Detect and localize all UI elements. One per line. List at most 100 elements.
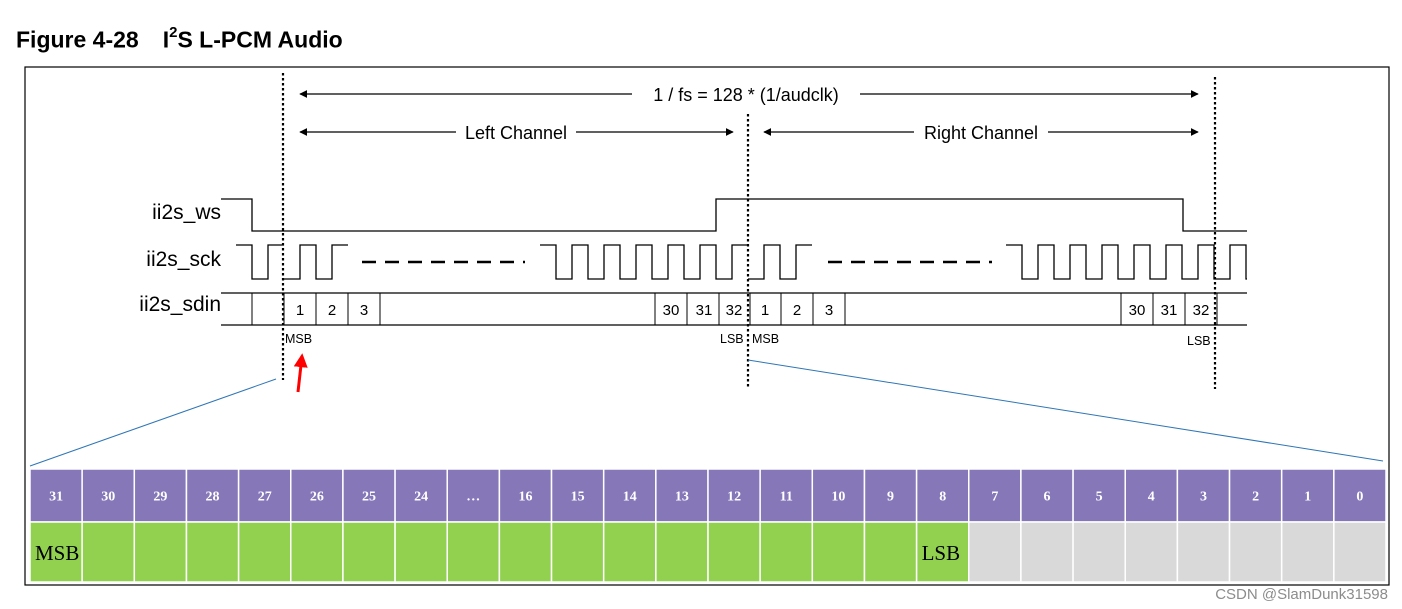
- bit-number: 14: [623, 490, 637, 505]
- bit-data-cell-valid: [81, 521, 136, 583]
- bit-data-cell-valid: [498, 521, 553, 583]
- sdin-left-slot: 31: [696, 302, 713, 319]
- bit-header-cell: [550, 468, 605, 523]
- sdin-left-slot: 2: [328, 302, 336, 319]
- sdin-signal-label: ii2s_sdin: [139, 293, 221, 316]
- sdin-right-slot: 1: [761, 302, 769, 319]
- bit-number: 31: [49, 490, 63, 505]
- bit-data-cell-unused: [1124, 521, 1179, 583]
- bit-number: 11: [780, 490, 793, 505]
- sck-pulse-train: [284, 244, 348, 280]
- msb-pointer-arrow: [293, 353, 308, 393]
- bit-data-cell-valid: [915, 521, 970, 583]
- bit-header-cell: [968, 468, 1022, 523]
- bit-number: 2: [1252, 490, 1259, 505]
- bit-number: 30: [101, 490, 115, 505]
- bit-data-cell-unused: [1280, 521, 1335, 583]
- bit-data-cell-valid: [133, 521, 188, 583]
- bit-data-cell-valid: [602, 521, 657, 583]
- frame-label: 1 / fs = 128 * (1/audclk): [653, 85, 839, 105]
- bit-number: 3: [1200, 490, 1207, 505]
- figure-title-post: S L-PCM Audio: [177, 26, 343, 53]
- zoom-line-left: [29, 378, 277, 467]
- bit-data-cell-valid: [446, 521, 501, 583]
- bit-number: 10: [831, 490, 845, 505]
- bit-data-cell-valid: [185, 521, 240, 583]
- bit-data-cell-unused: [1176, 521, 1231, 583]
- sdin-right-slot: 3: [825, 302, 833, 319]
- bit-number: 7: [991, 490, 998, 505]
- msb-marker-right: MSB: [752, 332, 779, 346]
- bit-header-cell: [1280, 468, 1335, 523]
- bit-header-cell: [707, 468, 761, 523]
- lsb-marker-left: LSB: [720, 332, 744, 346]
- bit-header-cell: [915, 468, 970, 523]
- bit-number: 27: [258, 490, 272, 505]
- bit-data-cell-valid: [237, 521, 292, 583]
- bit-data-cell-valid: [655, 521, 709, 583]
- bit-number: 0: [1356, 490, 1363, 505]
- diagram-frame: [24, 66, 1390, 586]
- sdin-right-slot: 31: [1161, 302, 1178, 319]
- sdin-left-slot: 1: [296, 302, 304, 319]
- ws-signal-label: ii2s_ws: [152, 201, 221, 224]
- right-channel-label: Right Channel: [924, 123, 1038, 143]
- bit-number: 13: [675, 490, 689, 505]
- sck-pulse-train: [748, 244, 812, 280]
- bit-data-cell-unused: [1333, 521, 1387, 583]
- bit-number: 12: [727, 490, 741, 505]
- bit-header-cell: [81, 468, 136, 523]
- bit-header-cell: [498, 468, 553, 523]
- bit-header-cell: [342, 468, 396, 523]
- sdin-left-slot: 3: [360, 302, 368, 319]
- bit-data-cell-unused: [968, 521, 1022, 583]
- bit-header-cell: [1176, 468, 1231, 523]
- lsb-marker-right: LSB: [1187, 334, 1211, 348]
- bit-number: 5: [1096, 490, 1103, 505]
- bit-header-cell: [863, 468, 918, 523]
- bit-data-cell-unused: [1072, 521, 1126, 583]
- figure-number: Figure 4-28: [16, 26, 139, 53]
- bit-number: 1: [1304, 490, 1311, 505]
- figure-title-pre: I: [162, 26, 170, 53]
- bit-data-cell-valid: [290, 521, 344, 583]
- bit-number: 29: [153, 490, 167, 505]
- bit-data-cell-valid: [863, 521, 918, 583]
- sck-signal-label: ii2s_sck: [146, 248, 221, 271]
- sdin-left-slot: 30: [663, 302, 680, 319]
- bit-number: 8: [939, 490, 946, 505]
- bit-number: 9: [887, 490, 894, 505]
- bit-header-cell: [1124, 468, 1179, 523]
- bit-number: 6: [1044, 490, 1051, 505]
- sck-pulse-train: [1006, 244, 1247, 280]
- bit-number: 26: [310, 490, 324, 505]
- sdin-left-slot: 32: [726, 302, 743, 319]
- bit-number: 16: [518, 490, 532, 505]
- figure-title: Figure 4-28 I2S L-PCM Audio: [16, 24, 343, 54]
- bit-header-cell: [811, 468, 866, 523]
- bit-number: 28: [206, 490, 220, 505]
- msb-marker-left: MSB: [285, 332, 312, 346]
- sdin-right-slot: 32: [1193, 302, 1210, 319]
- bit-data-cell-unused: [1228, 521, 1283, 583]
- bit-header-cell: [237, 468, 292, 523]
- bit-data-cell-valid: [342, 521, 396, 583]
- sdin-right-slot: 30: [1129, 302, 1146, 319]
- bit-data-cell-unused: [1020, 521, 1074, 583]
- left-channel-label: Left Channel: [465, 123, 567, 143]
- bit-header-cell: [394, 468, 448, 523]
- register-msb-label: MSB: [35, 541, 79, 565]
- bit-data-cell-valid: [759, 521, 814, 583]
- sck-pulse-train: [540, 244, 748, 280]
- bit-number: …: [466, 490, 480, 505]
- bit-number: 15: [571, 490, 585, 505]
- figure-title-superscript: 2: [169, 24, 178, 41]
- bit-number: 25: [362, 490, 376, 505]
- bit-data-cell-valid: [811, 521, 866, 583]
- bit-header-cell: [1333, 468, 1387, 523]
- bit-data-cell-valid: [707, 521, 761, 583]
- bit-header-cell: [290, 468, 344, 523]
- sdin-right-slot: 2: [793, 302, 801, 319]
